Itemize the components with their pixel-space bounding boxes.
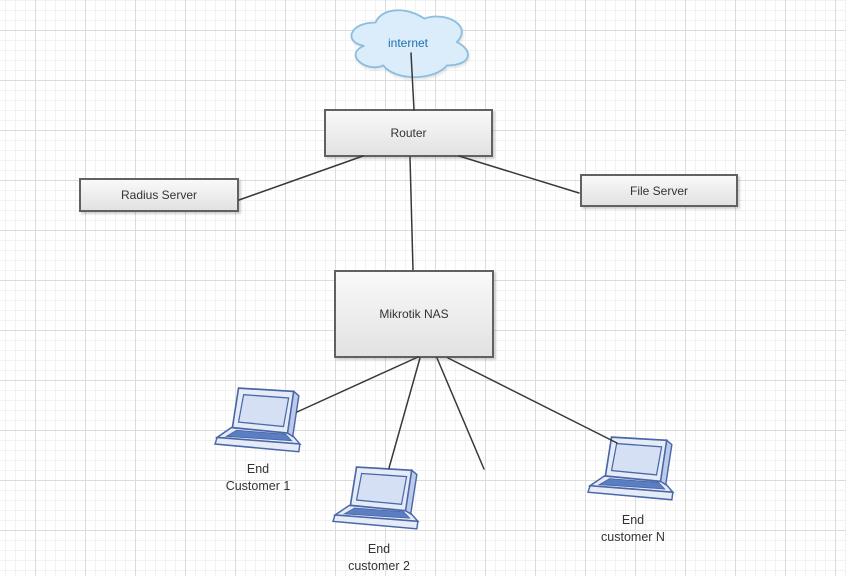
label-line: customer N xyxy=(601,530,665,544)
router-label: Router xyxy=(390,126,427,140)
node-file-server[interactable]: File Server xyxy=(580,174,738,207)
file-server-label: File Server xyxy=(629,183,688,198)
edge-router-radius-server[interactable] xyxy=(238,155,364,201)
laptop-icon-end-customer-1[interactable] xyxy=(214,387,306,455)
edge-router-mikrotik-nas[interactable] xyxy=(409,156,414,271)
edge-nas-end-customer-1[interactable] xyxy=(296,356,419,413)
mikrotik-nas-label: Mikrotik NAS xyxy=(379,307,449,321)
cloud-icon xyxy=(350,9,469,78)
laptop-icon-end-customer-2[interactable] xyxy=(332,466,424,532)
node-internet-cloud[interactable]: internet xyxy=(343,3,473,83)
label-end-customer-2: End customer 2 xyxy=(309,541,449,575)
edge-router-file-server[interactable] xyxy=(458,155,580,194)
edge-nas-stub[interactable] xyxy=(436,357,485,470)
label-line: End xyxy=(367,542,391,556)
label-line: End xyxy=(246,462,270,476)
edge-nas-end-customer-n[interactable] xyxy=(447,357,618,444)
label-line: End xyxy=(621,513,645,527)
radius-server-label: Radius Server xyxy=(120,188,198,202)
label-line: Customer 1 xyxy=(225,479,291,493)
node-radius-server[interactable]: Radius Server xyxy=(79,178,239,212)
label-line: customer 2 xyxy=(348,559,410,573)
laptop-icon-end-customer-n[interactable] xyxy=(587,436,679,503)
node-router[interactable]: Router xyxy=(324,109,493,157)
cloud-label: internet xyxy=(387,36,429,50)
node-mikrotik-nas[interactable]: Mikrotik NAS xyxy=(334,270,494,358)
edge-nas-end-customer-2[interactable] xyxy=(388,357,421,469)
label-end-customer-1: End Customer 1 xyxy=(188,461,328,495)
label-end-customer-n: End customer N xyxy=(563,512,703,546)
